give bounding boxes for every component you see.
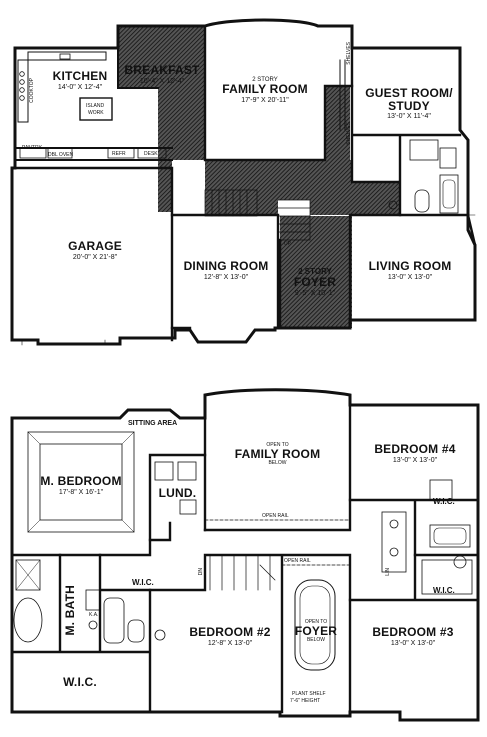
family-room-dims: 17'-9" X 20'-11" xyxy=(241,96,289,104)
garage-name: GARAGE xyxy=(68,239,122,253)
lund-label: LUND. xyxy=(150,487,205,500)
bedroom2-name: BEDROOM #2 xyxy=(189,625,271,639)
bedroom2-dims: 12'-8" X 13'-0" xyxy=(207,639,253,647)
shelves-note-1: SHELVES xyxy=(346,42,352,65)
m-bedroom-label: M. BEDROOM 17'-8" X 16'-1" xyxy=(28,475,134,496)
upper-exterior-wall xyxy=(10,388,480,722)
kitchen-label: KITCHEN 14'-0" X 12'-4" xyxy=(40,70,120,91)
work-note: WORK xyxy=(88,110,104,116)
bedroom3-dims: 13'-0" X 13'-0" xyxy=(390,639,436,647)
guest-room-label: GUEST ROOM/ STUDY 13'-0" X 11'-4" xyxy=(356,87,462,121)
guest-room-dims: 13'-0" X 11'-4" xyxy=(387,113,431,121)
bedroom4-name: BEDROOM #4 xyxy=(374,442,456,456)
linen-label: LIN xyxy=(385,568,391,576)
family-room-open-label: OPEN TO FAMILY ROOM BELOW xyxy=(205,442,350,466)
foyer-dims: 9'-5" X 10'-1" xyxy=(294,289,336,297)
pantry-note: PANTRY xyxy=(22,145,42,151)
sitting-area-label: SITTING AREA xyxy=(128,420,178,427)
foyer-open-below: BELOW xyxy=(306,636,326,643)
family-room-note: 2 STORY xyxy=(252,77,278,83)
foyer-open-label: OPEN TO FOYER BELOW xyxy=(282,619,350,643)
garage-dims: 20'-0" X 21'-8" xyxy=(72,253,118,261)
foyer-note: 2 STORY xyxy=(298,267,332,276)
hall-hatch xyxy=(118,26,400,328)
dining-room-name: DINING ROOM xyxy=(183,259,269,273)
foyer-label: 2 STORY FOYER 9'-5" X 10'-1" xyxy=(280,267,350,297)
dining-room-label: DINING ROOM 12'-8" X 13'-0" xyxy=(174,260,278,281)
kitchen-dims: 14'-0" X 12'-4" xyxy=(57,83,103,91)
living-room-label: LIVING ROOM 13'-0" X 13'-0" xyxy=(352,260,468,281)
ground-exterior-wall xyxy=(10,18,477,346)
guest-room-name-2: STUDY xyxy=(388,98,430,113)
lund-name: LUND. xyxy=(158,486,197,500)
breakfast-name: BREAKFAST xyxy=(124,63,200,77)
dn-label: DN xyxy=(198,568,204,576)
breakfast-dims: 10'-4" X 12'-4" xyxy=(139,77,185,85)
bedroom2-label: BEDROOM #2 12'-8" X 13'-0" xyxy=(178,626,282,647)
ground-floor-plan xyxy=(10,18,477,346)
shelves-note-2: SHELVES xyxy=(346,122,352,145)
cooktop-note: COOKTOP xyxy=(29,78,35,103)
island-note: ISLAND xyxy=(86,103,105,109)
living-room-name: LIVING ROOM xyxy=(368,259,452,273)
family-room-open-name: FAMILY ROOM xyxy=(234,447,321,462)
wic-label-bedroom3: W.I.C. xyxy=(433,586,455,595)
wic-bottom-name: W.I.C. xyxy=(63,675,97,689)
desk-note: DESK xyxy=(144,151,158,157)
guest-room-name-1: GUEST ROOM/ xyxy=(365,86,453,100)
bedroom4-dims: 13'-0" X 13'-0" xyxy=(392,456,438,464)
open-rail-label-2: OPEN RAIL xyxy=(284,558,311,564)
up-note: UP xyxy=(284,241,291,247)
m-bath-label: M. BATH xyxy=(63,585,77,636)
foyer-open-name: FOYER xyxy=(294,624,338,639)
ground-family-room-label: 2 STORY FAMILY ROOM 17'-9" X 20'-11" xyxy=(210,77,320,104)
m-bedroom-dims: 17'-8" X 16'-1" xyxy=(58,488,104,496)
wic-bottom-label: W.I.C. xyxy=(40,676,120,689)
kitchen-name: KITCHEN xyxy=(52,69,108,83)
wic-label-bath: W.I.C. xyxy=(132,578,154,587)
wic-label-bedroom4: W.I.C. xyxy=(433,497,455,506)
dbl-oven-note: DBL OVEN xyxy=(48,152,74,158)
open-rail-label-1: OPEN RAIL xyxy=(262,513,289,519)
family-room-name: FAMILY ROOM xyxy=(222,82,308,97)
breakfast-label: BREAKFAST 10'-4" X 12'-4" xyxy=(112,64,212,85)
garage-label: GARAGE 20'-0" X 21'-8" xyxy=(40,240,150,261)
family-room-open-below: BELOW xyxy=(268,459,287,466)
bedroom4-label: BEDROOM #4 13'-0" X 13'-0" xyxy=(356,443,474,464)
foyer-open-note: OPEN TO xyxy=(304,619,328,625)
m-bath-name: M. BATH xyxy=(63,585,77,636)
living-room-dims: 13'-0" X 13'-0" xyxy=(387,273,433,281)
m-bedroom-name: M. BEDROOM xyxy=(40,474,122,488)
plant-shelf-label-1: PLANT SHELF xyxy=(292,691,326,697)
bedroom3-name: BEDROOM #3 xyxy=(372,625,454,639)
foyer-name: FOYER xyxy=(293,275,337,290)
ka-label: K.A. xyxy=(89,612,99,618)
refr-note: REFR xyxy=(112,151,126,157)
family-room-open-note: OPEN TO xyxy=(266,442,289,448)
dining-room-dims: 12'-8" X 13'-0" xyxy=(203,273,249,281)
upper-floor-plan xyxy=(10,388,480,722)
bedroom3-label: BEDROOM #3 13'-0" X 13'-0" xyxy=(352,626,474,647)
plant-shelf-label-2: 7'-6" HEIGHT xyxy=(290,698,321,704)
